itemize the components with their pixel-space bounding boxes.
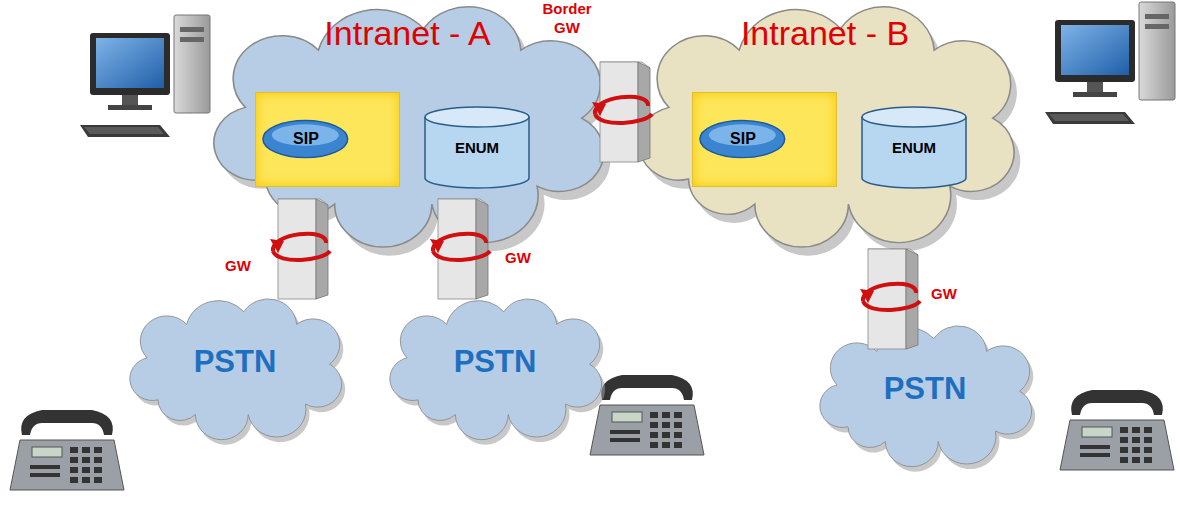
node-label: PSTN — [385, 344, 605, 380]
gateway-server: GW — [428, 195, 490, 303]
server-icon — [428, 195, 490, 303]
server-front — [278, 199, 316, 299]
server-icon — [268, 195, 330, 303]
phone-icon — [1060, 390, 1174, 470]
sip-server: SIP — [692, 92, 837, 187]
arrow-head — [270, 239, 284, 253]
phone-icon — [590, 375, 704, 455]
gateway-server: GW — [858, 245, 920, 353]
cylinder-top — [862, 107, 966, 127]
node-label: GW — [924, 285, 964, 304]
arrow-head — [430, 239, 444, 253]
server-side — [316, 199, 328, 299]
node-label: PSTN — [125, 344, 345, 380]
arrow-head — [860, 289, 874, 303]
arrow-arc — [433, 251, 490, 260]
computer-icon — [1045, 2, 1175, 124]
cylinder-top — [425, 107, 529, 127]
network-cloud: PSTN — [385, 295, 605, 425]
sip-ellipse — [256, 93, 399, 186]
node-label: Intranet - A — [205, 14, 610, 53]
server-side — [638, 62, 650, 162]
node-label: GW — [218, 257, 258, 276]
gateway-server: GW — [268, 195, 330, 303]
arrow-arc — [273, 251, 330, 260]
computer-icon — [80, 15, 210, 137]
sip-server: SIP — [255, 92, 400, 187]
phone-icon — [10, 410, 124, 490]
server-side — [476, 199, 488, 299]
node-label: SIP — [700, 130, 786, 148]
arrow-head — [592, 102, 606, 116]
node-label: PSTN — [815, 371, 1035, 407]
arrow-arc — [595, 114, 652, 123]
enum-database: ENUM — [860, 105, 968, 190]
gateway-server: Border GW — [590, 58, 652, 166]
node-label: ENUM — [423, 139, 531, 156]
network-cloud: Intranet - A SIP ENUM — [205, 0, 610, 222]
network-cloud: PSTN — [815, 322, 1035, 452]
enum-database: ENUM — [423, 105, 531, 190]
node-label: GW — [498, 249, 538, 268]
server-front — [438, 199, 476, 299]
network-cloud: Intranet - B SIP ENUM — [630, 0, 1020, 222]
server-icon — [858, 245, 920, 353]
arrow-arc — [863, 301, 920, 310]
sip-ellipse — [693, 93, 836, 186]
server-icon — [590, 58, 652, 166]
server-front — [868, 249, 906, 349]
node-label: SIP — [263, 130, 349, 148]
node-label: Border GW — [532, 0, 602, 38]
node-label: Intranet - B — [630, 14, 1020, 53]
server-front — [600, 62, 638, 162]
server-side — [906, 249, 918, 349]
node-label: ENUM — [860, 139, 968, 156]
network-cloud: PSTN — [125, 295, 345, 425]
